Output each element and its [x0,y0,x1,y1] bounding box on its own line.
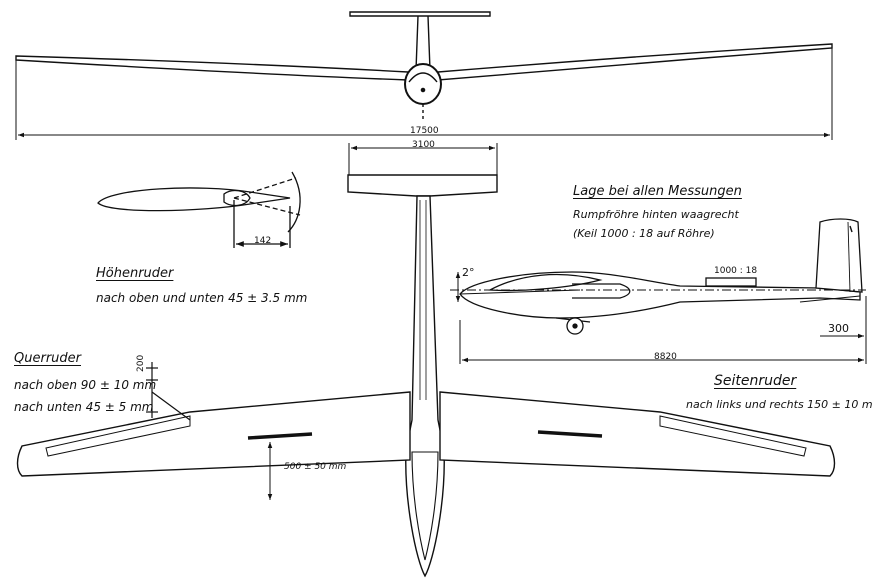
side-view-dimensions [450,272,867,364]
elevator-profile [97,171,301,248]
span-dimension [15,48,833,140]
lage-line2: (Keil 1000 : 18 auf Röhre) [573,227,715,240]
span-label: 17500 [410,126,439,136]
aileron-chord-label: 200 [136,354,146,372]
tail-mark-label: 1000 : 18 [714,266,758,276]
lage-line1: Rumpfröhre hinten waagrecht [573,208,739,221]
elevator-chord-label: 142 [254,236,272,246]
top-view [16,174,836,578]
querruder-line2: nach unten 45 ± 5 mm [14,400,154,414]
lage-title: Lage bei allen Messungen [573,184,742,199]
tailplane-dimension [348,143,498,175]
fin-offset-label: 300 [828,322,849,335]
querruder-line1: nach oben 90 ± 10 mm [14,378,157,392]
fuselage-offset-label: 500 ± 50 mm [284,462,347,472]
front-view [15,11,833,122]
hoehenruder-line1: nach oben und unten 45 ± 3.5 mm [96,291,308,305]
seitenruder-line1: nach links und rechts 150 ± 10 m [686,398,873,411]
tailplane-span-label: 3100 [412,140,435,150]
seitenruder-title: Seitenruder [714,373,797,389]
querruder-title: Querruder [14,351,81,366]
hoehenruder-title: Höhenruder [96,266,174,281]
lage-angle: 2° [462,266,475,279]
aileron-deflection [146,362,191,421]
length-label: 8820 [654,352,677,362]
